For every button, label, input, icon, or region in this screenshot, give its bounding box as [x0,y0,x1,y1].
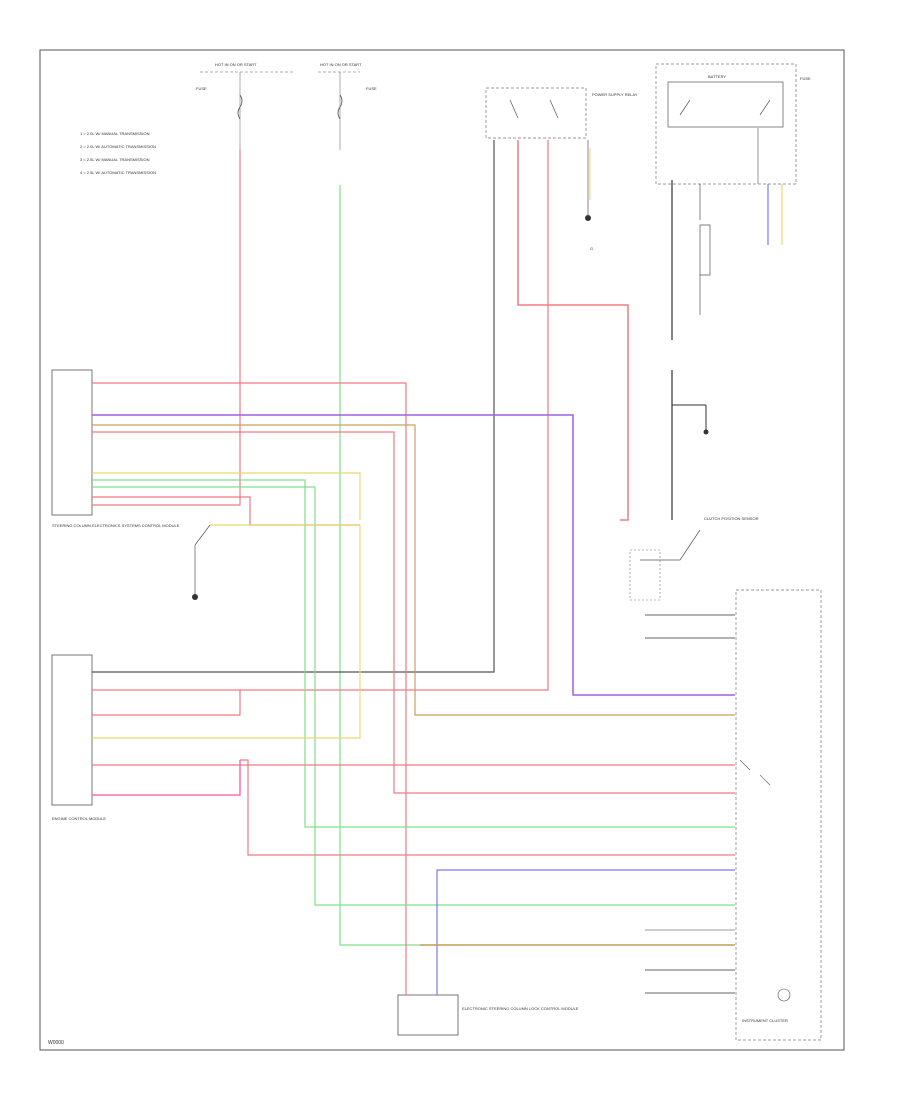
module-engine-control: ENGINE CONTROL MODULE [51,654,106,821]
wire-gray-relay [92,140,495,673]
wire-pink-b [92,760,241,796]
fuse-label-b: FUSE [366,86,377,91]
diagram-border [39,49,845,1051]
wire-yellow-b [92,525,361,739]
module-bottom-label: ELECTRONIC STEERING COLUMN LOCK CONTROL … [462,1006,579,1011]
legend-2: 2 = 2.0L W/ AUTOMATIC TRANSMISSION [80,144,156,149]
legend-1: 1 = 2.0L W/ MANUAL TRANSMISSION [80,131,150,136]
wire-green-c [92,486,735,906]
battery-fusebox: BATTERY FUSE [655,63,811,315]
fuse-mid: HOT IN ON OR START FUSE [318,62,377,150]
wire-red-c [92,690,241,716]
wire-blue-a [436,869,735,995]
wire-pink-a [92,496,360,526]
fuse-label-a: FUSE [196,86,207,91]
figure-id: W0000 [48,1040,64,1046]
ground-left [192,524,211,600]
wire-red-e [240,759,735,856]
wire-red-relay-2 [92,140,549,691]
relay-label: POWER SUPPLY RELAY [592,92,638,97]
wire-red-a [92,382,407,995]
wire-brown-a [92,424,735,716]
ground-relay: G [585,140,593,251]
fuse-left: HOT IN ON OR START FUSE [196,62,295,150]
hot-label-left: HOT IN ON OR START [215,62,257,67]
instrument-cluster: INSTRUMENT CLUSTER [735,589,822,1041]
wire-yellow-a [92,472,361,520]
clutch-label: CLUTCH POSITION SENSOR [704,516,759,521]
module-steering-column: STEERING COLUMN ELECTRONICS SYSTEMS CONT… [51,369,180,528]
module-left-1-label: STEERING COLUMN ELECTRONICS SYSTEMS CONT… [52,523,180,528]
clutch-switch: CLUTCH POSITION SENSOR [629,516,759,601]
legend: 1 = 2.0L W/ MANUAL TRANSMISSION 2 = 2.0L… [80,131,156,175]
battery-label: BATTERY [708,74,726,79]
module-right-label: INSTRUMENT CLUSTER [742,1018,788,1023]
wire-red-b [92,431,735,794]
wire-red-relay [517,140,629,521]
wire-violet-a [92,414,735,696]
module-left-2-label: ENGINE CONTROL MODULE [52,816,106,821]
ground-label: G [590,246,593,251]
power-supply-relay: POWER SUPPLY RELAY [485,87,638,139]
legend-3: 3 = 2.5L W/ MANUAL TRANSMISSION [80,157,150,162]
wire-red-1 [92,150,241,506]
hot-label-mid: HOT IN ON OR START [320,62,362,67]
ground-cluster [671,180,709,520]
legend-4: 4 = 2.5L W/ AUTOMATIC TRANSMISSION [80,170,156,175]
wire-green-1 [339,185,735,946]
fuse-label-c: FUSE [800,76,811,81]
module-steering-lock: ELECTRONIC STEERING COLUMN LOCK CONTROL … [397,994,579,1036]
wire-green-b [92,479,735,828]
